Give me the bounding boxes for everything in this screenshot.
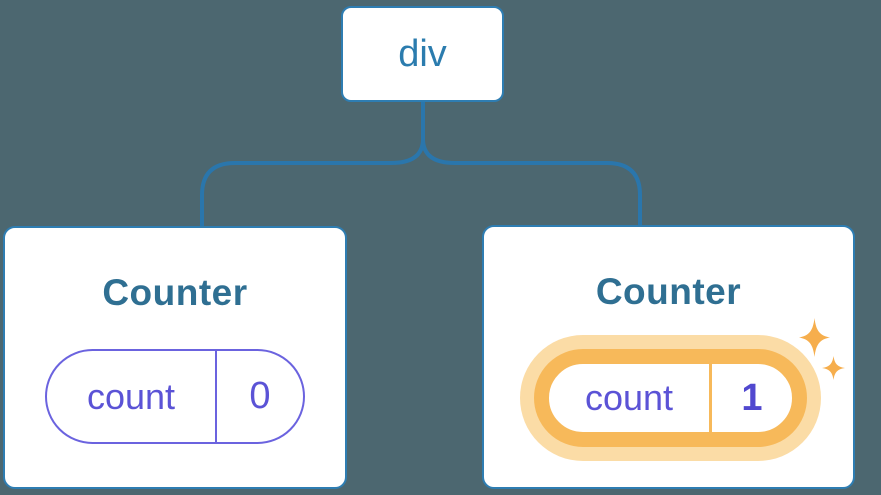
connector-right-branch (421, 102, 642, 226)
state-key-label: count (584, 377, 674, 418)
sparkle-icon (799, 318, 830, 357)
counter-title: Counter (595, 271, 742, 312)
counter-card-right: Counter count 1 (482, 225, 855, 489)
root-node-label: div (398, 32, 447, 75)
sparkle-icon (822, 356, 845, 380)
root-node-div: div (341, 6, 504, 102)
counter-title: Counter (102, 272, 248, 313)
state-value-label: 1 (741, 376, 763, 419)
state-value-label: 0 (249, 375, 271, 417)
state-key-label: count (86, 375, 176, 417)
state-pill-highlighted: count 1 (534, 349, 807, 447)
state-value-cell: 1 (712, 364, 792, 432)
counter-card-left: Counter count 0 (3, 226, 347, 489)
state-key-cell: count (549, 364, 712, 432)
state-key-cell: count (47, 351, 217, 442)
state-pill: count 0 (45, 349, 305, 444)
connector-left-branch (200, 102, 425, 227)
state-value-cell: 0 (217, 351, 303, 442)
